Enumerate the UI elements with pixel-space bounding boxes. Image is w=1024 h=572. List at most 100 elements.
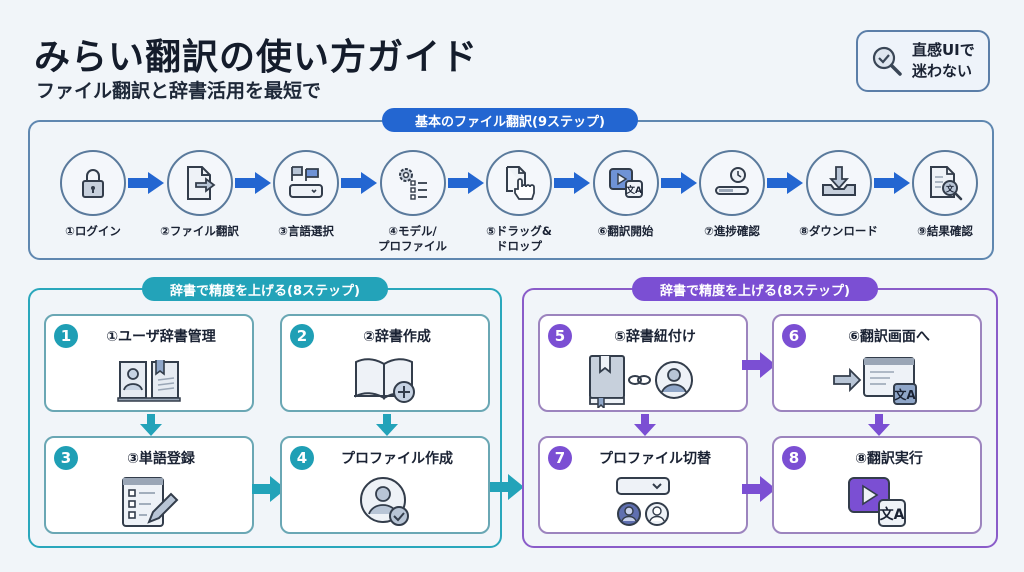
card-switch-profile[interactable]: 7 プロファイル切替 xyxy=(538,436,748,534)
play-translate-icon: 文A xyxy=(608,168,643,198)
step-circle xyxy=(273,150,339,216)
flow-arrow-right xyxy=(873,172,910,194)
card-title: ③単語登録 xyxy=(127,451,195,467)
card-title: ①ユーザ辞書管理 xyxy=(106,329,216,345)
step-circle xyxy=(805,150,872,216)
gear-list-icon xyxy=(398,168,427,200)
basic-step-4[interactable]: ④モデル/ プロファイル xyxy=(368,150,458,254)
user-dictionary-icon xyxy=(117,360,181,402)
flow-arrow-right xyxy=(128,172,164,194)
dictionary-flow-teal-section: 辞書で精度を上げる(8ステップ) 1 ①ユーザ辞書管理 2 ②辞書作成 xyxy=(28,277,502,548)
arrow-down-2-to-4 xyxy=(376,414,398,436)
card-title: ⑥翻訳画面へ xyxy=(848,329,930,345)
flags-dropdown-icon xyxy=(289,166,323,198)
arrow-right-teal-to-purple xyxy=(490,474,524,500)
intuitive-ui-badge: 直感UIで 迷わない xyxy=(856,30,990,92)
user-check-icon xyxy=(360,477,409,526)
card-title: ②辞書作成 xyxy=(363,329,431,345)
arrow-right-7-to-8 xyxy=(742,476,776,502)
book-plus-icon xyxy=(354,358,415,403)
dictionary-flow-teal-heading: 辞書で精度を上げる(8ステップ) xyxy=(142,277,388,301)
flow-arrow-right xyxy=(660,172,697,194)
arrow-down-5-to-7 xyxy=(634,414,656,436)
flow-arrow-right xyxy=(447,172,484,194)
step-label: ④モデル/ プロファイル xyxy=(378,224,447,253)
svg-text:文A: 文A xyxy=(625,184,642,196)
card-run-translation[interactable]: 8 ⑧翻訳実行 文A xyxy=(772,436,982,534)
step-label: ⑨結果確認 xyxy=(917,224,973,238)
page-title: みらい翻訳の使い方ガイド xyxy=(34,37,479,78)
flow-arrow-right xyxy=(767,172,803,194)
dictionary-flow-purple-heading: 辞書で精度を上げる(8ステップ) xyxy=(632,277,878,301)
file-drag-icon xyxy=(506,166,535,200)
checklist-pencil-icon xyxy=(122,477,179,527)
arrow-down-1-to-3 xyxy=(140,414,162,436)
arrow-window-translate-icon: 文A xyxy=(833,357,917,405)
card-user-dictionary[interactable]: 1 ①ユーザ辞書管理 xyxy=(44,314,254,412)
step-circle xyxy=(699,150,765,216)
step-number-badge: 4 xyxy=(290,446,314,470)
dropdown-users-icon xyxy=(616,477,670,526)
basic-step-3[interactable]: ③言語選択 xyxy=(261,150,351,239)
step-number-badge: 7 xyxy=(548,446,572,470)
step-label: ①ログイン xyxy=(65,224,121,238)
step-circle xyxy=(166,150,233,216)
step-label: ⑥翻訳開始 xyxy=(597,224,654,238)
magnifier-check-icon xyxy=(872,46,902,76)
step-label: ⑦進捗確認 xyxy=(704,224,760,238)
step-circle: 文A xyxy=(592,150,659,216)
book-link-user-icon xyxy=(589,355,693,410)
card-title: ⑤辞書紐付け xyxy=(614,329,696,345)
basic-step-8[interactable]: ⑧ダウンロード xyxy=(794,150,884,239)
card-title: プロファイル切替 xyxy=(599,451,711,467)
step-number-badge: 5 xyxy=(548,324,572,348)
basic-step-5[interactable]: ⑤ドラッグ& ドロップ xyxy=(474,150,564,254)
arrow-right-5-to-6 xyxy=(742,352,776,378)
card-go-to-translation[interactable]: 6 ⑥翻訳画面へ 文A xyxy=(772,314,982,412)
step-label: ③言語選択 xyxy=(278,224,334,238)
step-number-badge: 6 xyxy=(782,324,806,348)
step-number-badge: 2 xyxy=(290,324,314,348)
step-label: ⑤ドラッグ& ドロップ xyxy=(486,224,552,253)
basic-step-9[interactable]: 文 ⑨結果確認 xyxy=(900,150,990,239)
file-export-icon xyxy=(186,166,215,200)
step-circle xyxy=(379,150,446,216)
step-label: ②ファイル翻訳 xyxy=(160,224,239,238)
step-number-badge: 8 xyxy=(782,446,806,470)
arrow-right-3-to-4 xyxy=(252,476,286,502)
flow-arrow-right xyxy=(341,172,377,194)
document-search-icon: 文 xyxy=(930,166,963,201)
card-create-dictionary[interactable]: 2 ②辞書作成 xyxy=(280,314,490,412)
step-number-badge: 1 xyxy=(54,324,78,348)
step-circle: 文 xyxy=(912,150,978,216)
badge-line-1: 直感UIで xyxy=(912,41,975,59)
badge-line-2: 迷わない xyxy=(912,62,973,80)
card-title: ⑧翻訳実行 xyxy=(855,451,923,467)
basic-flow-heading: 基本のファイル翻訳(9ステップ) xyxy=(382,108,638,132)
step-circle xyxy=(486,150,552,216)
basic-step-7[interactable]: ⑦進捗確認 xyxy=(687,150,777,239)
flow-arrow-right xyxy=(554,172,590,194)
flow-arrow-right xyxy=(234,172,271,194)
step-label: ⑧ダウンロード xyxy=(799,224,878,238)
dictionary-flow-purple-section: 辞書で精度を上げる(8ステップ) 5 ⑤辞書紐付け 6 ⑥翻訳画面へ xyxy=(522,277,998,548)
download-icon xyxy=(821,166,856,196)
card-link-dictionary[interactable]: 5 ⑤辞書紐付け xyxy=(538,314,748,412)
play-translate-icon: 文A xyxy=(848,477,906,527)
lock-icon xyxy=(82,169,104,198)
arrow-down-6-to-8 xyxy=(868,414,890,436)
svg-text:文A: 文A xyxy=(894,387,916,402)
basic-step-6[interactable]: 文A ⑥翻訳開始 xyxy=(581,150,671,239)
progress-clock-icon xyxy=(715,167,749,195)
page-subtitle: ファイル翻訳と辞書活用を最短で xyxy=(36,80,322,102)
basic-flow-section: 基本のファイル翻訳(9ステップ) ①ログイン ②ファイル翻訳 ③言語選択 ④モデル/ … xyxy=(28,108,994,260)
basic-step-1[interactable]: ①ログイン xyxy=(48,150,138,239)
svg-text:文: 文 xyxy=(946,184,955,194)
card-title: プロファイル作成 xyxy=(341,451,453,467)
basic-step-2[interactable]: ②ファイル翻訳 xyxy=(155,150,245,239)
svg-text:文A: 文A xyxy=(880,506,905,523)
card-register-words[interactable]: 3 ③単語登録 xyxy=(44,436,254,534)
step-number-badge: 3 xyxy=(54,446,78,470)
step-circle xyxy=(60,150,126,216)
card-create-profile[interactable]: 4 プロファイル作成 xyxy=(280,436,490,534)
